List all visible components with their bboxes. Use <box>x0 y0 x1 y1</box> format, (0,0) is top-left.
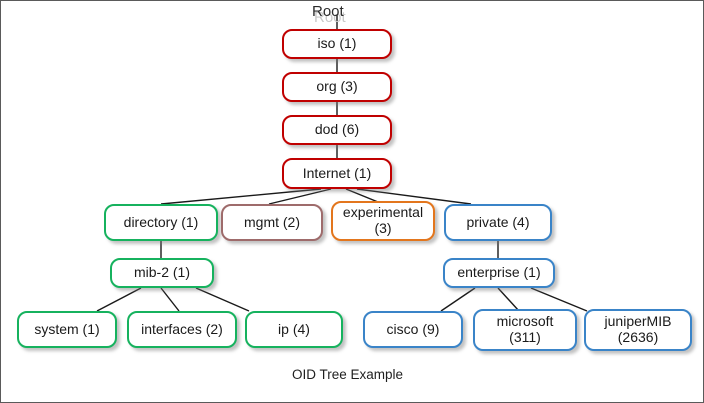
node-mgmt-label: mgmt (2) <box>244 213 300 230</box>
node-internet[interactable]: Internet (1) <box>282 158 392 189</box>
node-cisco[interactable]: cisco (9) <box>363 311 463 348</box>
edge-enterprise-microsoft <box>497 287 520 312</box>
node-mgmt[interactable]: mgmt (2) <box>221 204 323 241</box>
node-directory[interactable]: directory (1) <box>104 204 218 241</box>
edge-enterprise-cisco <box>440 287 476 312</box>
node-juniper[interactable]: juniperMIB (2636) <box>584 309 692 351</box>
edge-mib2-interfaces <box>160 287 180 312</box>
node-mib2-label: mib-2 (1) <box>133 264 190 281</box>
node-ip[interactable]: ip (4) <box>245 311 343 348</box>
root-label-shadow: Root <box>314 9 346 26</box>
node-iso[interactable]: iso (1) <box>282 29 392 59</box>
node-mib2[interactable]: mib-2 (1) <box>110 258 214 288</box>
node-org[interactable]: org (3) <box>282 72 392 102</box>
node-enterprise-label: enterprise (1) <box>457 264 541 281</box>
node-dod[interactable]: dod (6) <box>282 115 392 145</box>
node-org-label: org (3) <box>316 78 358 95</box>
node-cisco-label: cisco (9) <box>386 320 440 337</box>
node-system[interactable]: system (1) <box>17 311 117 348</box>
node-enterprise[interactable]: enterprise (1) <box>443 258 555 288</box>
edge-enterprise-juniper <box>530 287 588 312</box>
edge-internet-mgmt <box>268 188 332 205</box>
node-iso-label: iso (1) <box>317 35 357 52</box>
node-dod-label: dod (6) <box>314 121 360 138</box>
edge-mib2-ip <box>195 287 250 312</box>
node-experimental-label: experimental (3) <box>342 204 424 236</box>
edge-internet-directory <box>160 188 322 205</box>
node-experimental[interactable]: experimental (3) <box>331 201 435 241</box>
node-private[interactable]: private (4) <box>444 204 552 241</box>
edge-mib2-system <box>96 287 142 312</box>
node-internet-label: Internet (1) <box>302 164 372 181</box>
edge-internet-private <box>356 188 472 205</box>
node-directory-label: directory (1) <box>123 213 199 230</box>
node-private-label: private (4) <box>466 213 530 230</box>
node-microsoft-label: microsoft (311) <box>496 313 554 345</box>
node-interfaces-label: interfaces (2) <box>141 320 223 337</box>
node-interfaces[interactable]: interfaces (2) <box>127 311 237 348</box>
root-label: Root <box>312 3 344 20</box>
node-microsoft[interactable]: microsoft (311) <box>473 309 577 351</box>
node-system-label: system (1) <box>34 320 100 337</box>
node-juniper-label: juniperMIB (2636) <box>604 313 672 345</box>
node-ip-label: ip (4) <box>278 320 310 337</box>
diagram-caption: OID Tree Example <box>292 367 404 382</box>
